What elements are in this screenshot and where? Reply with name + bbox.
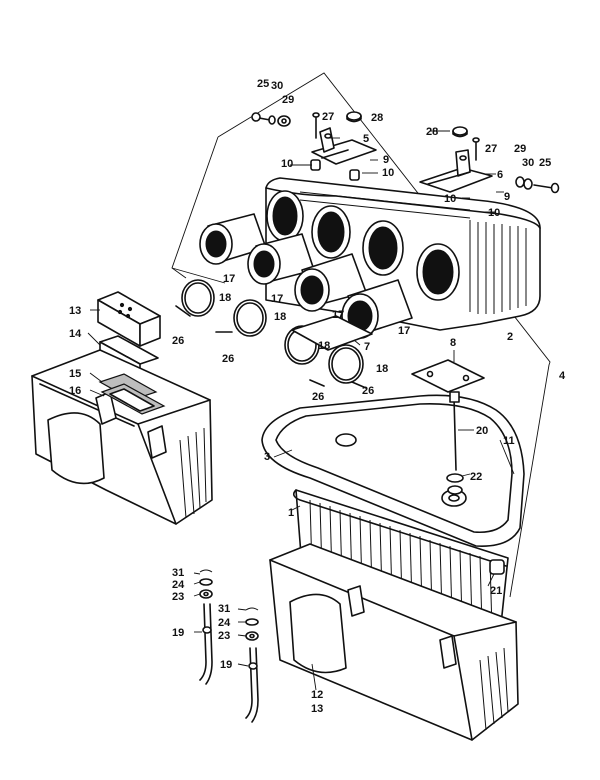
lower-housing-fins	[479, 647, 509, 731]
intake-tube-17c	[294, 253, 367, 312]
callout-c31a: 31	[172, 567, 184, 579]
callout-c17c: 17	[332, 309, 344, 321]
callout-c18c: 18	[318, 340, 330, 352]
case-ports	[266, 190, 460, 301]
cap-21	[489, 559, 505, 575]
leader-lines	[87, 130, 515, 691]
callout-c9b: 9	[504, 191, 510, 203]
callout-c4: 4	[559, 370, 566, 382]
callout-c13b: 13	[311, 703, 323, 715]
callout-c28a: 28	[371, 112, 383, 124]
callout-c12: 12	[311, 689, 323, 701]
bracket-5	[311, 127, 377, 165]
cover-gasket-3	[261, 394, 525, 547]
callout-c24b: 24	[218, 617, 231, 629]
callout-c3: 3	[264, 451, 270, 463]
intake-tube-17b	[247, 233, 315, 285]
callout-c2: 2	[507, 331, 513, 343]
callout-c29a: 29	[282, 94, 294, 106]
case-fins	[299, 191, 527, 314]
plate-8	[411, 359, 485, 393]
callout-c16: 16	[69, 385, 81, 397]
callout-c18d: 18	[376, 363, 388, 375]
element-cap-13	[97, 291, 161, 347]
bracket-6	[419, 149, 493, 193]
screw-27-left	[312, 112, 320, 139]
plate-7	[291, 315, 373, 351]
callout-c11: 11	[503, 435, 515, 447]
lower-housing-12	[269, 543, 519, 741]
callout-c27a: 27	[322, 111, 334, 123]
element-16	[100, 383, 166, 415]
bolt-20	[446, 391, 464, 495]
callout-c21: 21	[490, 585, 502, 597]
drain-tube-19-right	[245, 607, 259, 723]
callout-c26b: 26	[222, 353, 234, 365]
callout-c10a: 10	[281, 158, 293, 170]
housing-left	[31, 349, 213, 525]
callout-c9a: 9	[383, 154, 389, 166]
grommet-28-left	[346, 111, 362, 123]
callout-c10c: 10	[444, 193, 456, 205]
grommet-28-right	[452, 126, 468, 138]
bolt-25-right	[515, 176, 560, 194]
callout-c8: 8	[450, 337, 456, 349]
callout-c10b: 10	[382, 167, 394, 179]
callout-c6: 6	[497, 169, 503, 181]
callout-c7: 7	[364, 341, 370, 353]
callout-c26d: 26	[362, 385, 374, 397]
drain-tube-19-left	[199, 569, 213, 685]
callout-c14: 14	[69, 328, 82, 340]
callout-labels: 1 2 3 4 5 6 7 8 9 9 10 10 10 10 11 12 13…	[69, 78, 566, 715]
callout-c23a: 23	[172, 591, 184, 603]
callout-c29b: 29	[514, 143, 526, 155]
callout-c17a: 17	[223, 273, 235, 285]
callout-c18b: 18	[274, 311, 286, 323]
callout-c28b: 28	[426, 126, 438, 138]
callout-c27b: 27	[485, 143, 497, 155]
callout-c23b: 23	[218, 630, 230, 642]
bolt-25-left	[251, 112, 291, 127]
assembly-outline	[171, 72, 551, 598]
housing-left-fins	[179, 427, 207, 519]
callout-c13a: 13	[69, 305, 81, 317]
callout-c19a: 19	[172, 627, 184, 639]
callout-c25b: 25	[539, 157, 551, 169]
screw-27-right	[472, 137, 480, 161]
callout-c25a: 25	[257, 78, 269, 90]
callout-c20: 20	[476, 425, 488, 437]
callout-c19b: 19	[220, 659, 232, 671]
callout-c10d: 10	[488, 207, 500, 219]
callout-c1: 1	[288, 507, 294, 519]
callout-c15: 15	[69, 368, 81, 380]
callout-c24a: 24	[172, 579, 185, 591]
callout-c18a: 18	[219, 292, 231, 304]
callout-c5: 5	[363, 133, 369, 145]
callout-c17d: 17	[398, 325, 410, 337]
callout-c26c: 26	[312, 391, 324, 403]
callout-c30b: 30	[522, 157, 534, 169]
callout-c31b: 31	[218, 603, 230, 615]
callout-c30a: 30	[271, 80, 283, 92]
callout-c17b: 17	[271, 293, 283, 305]
callout-c26a: 26	[172, 335, 184, 347]
screws-26	[175, 305, 367, 389]
callout-c22: 22	[470, 471, 482, 483]
